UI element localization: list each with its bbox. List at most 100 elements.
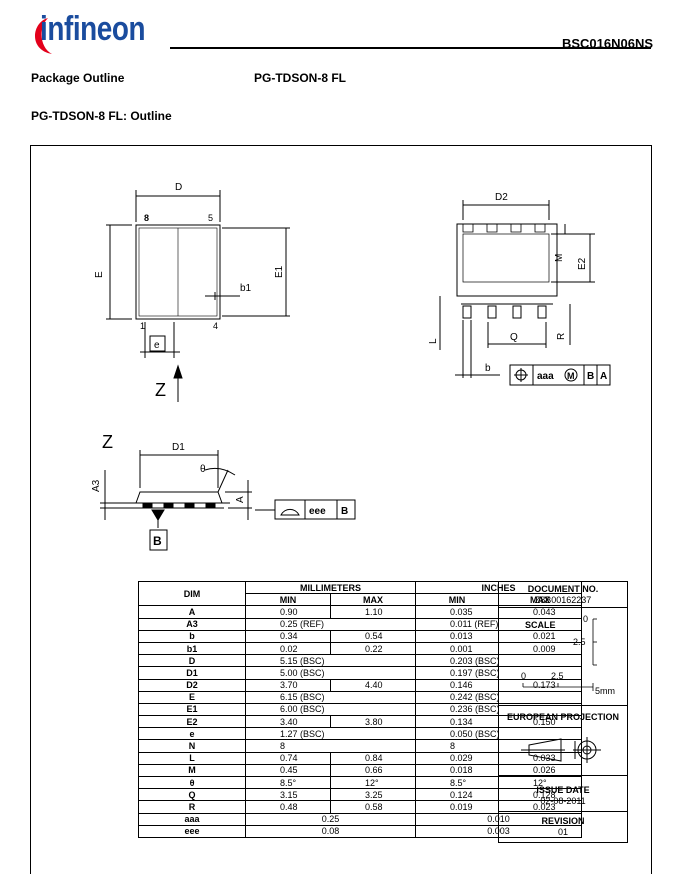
label-Z-side: Z — [102, 432, 113, 452]
label-E: E — [94, 271, 105, 278]
table-cell: L — [138, 751, 246, 765]
table-cell: 1.10 — [330, 605, 416, 619]
table-cell: 0.146 — [415, 678, 499, 692]
label-R: R — [556, 333, 567, 340]
table-cell: aaa — [138, 812, 246, 826]
table-cell: 12° — [330, 775, 416, 790]
table-cell: 0.035 — [415, 605, 499, 619]
table-cell: 0.74 — [245, 751, 331, 765]
table-cell: M — [138, 763, 246, 778]
table-cell: 6.00 (BSC) — [245, 702, 416, 717]
table-cell: 0.124 — [415, 788, 499, 802]
table-cell: E1 — [138, 702, 246, 717]
table-cell: 0.48 — [245, 800, 331, 814]
table-cell: Q — [138, 788, 246, 802]
label-Q: Q — [510, 332, 518, 343]
top-view-body — [135, 224, 221, 320]
scale-horz-25: 2.5 — [551, 671, 564, 681]
table-cell: θ — [138, 775, 246, 790]
issue-date-value: 02-08-2011 — [540, 796, 586, 806]
label-aaa: aaa — [537, 371, 554, 382]
table-cell: 0.45 — [245, 763, 331, 778]
table-cell: A3 — [138, 617, 246, 631]
scale-label: SCALE — [525, 620, 556, 630]
label-b: b — [485, 363, 491, 374]
label-E1: E1 — [274, 265, 285, 278]
infineon-logo — [30, 10, 170, 60]
logo-swoosh-icon — [35, 18, 52, 54]
scale-5mm: 5mm — [595, 686, 615, 696]
table-cell: 3.40 — [245, 715, 331, 729]
table-cell: 0.25 (REF) — [245, 617, 416, 631]
scale-bar: 0 2.5 0 2.5 5mm — [521, 614, 615, 696]
table-cell: D1 — [138, 666, 246, 680]
table-cell: e — [138, 727, 246, 741]
label-b1: b1 — [240, 283, 252, 294]
scale-vert-0: 0 — [583, 614, 588, 624]
label-A: A — [235, 496, 246, 503]
table-cell: eee — [138, 824, 246, 838]
pin-1-label: 1 — [140, 321, 145, 331]
table-cell: 0.013 — [415, 629, 499, 643]
in-min-header: MIN — [415, 593, 499, 607]
table-cell: 0.134 — [415, 715, 499, 729]
package-outline-label: Package Outline — [31, 71, 125, 85]
drawing-frame — [30, 145, 652, 874]
table-cell: 4.40 — [330, 678, 416, 692]
label-datum-A: A — [600, 371, 607, 382]
table-cell: 8 — [245, 739, 416, 753]
label-A3: A3 — [91, 479, 102, 492]
mm-min-header: MIN — [245, 593, 331, 607]
scale-horz-0: 0 — [521, 671, 526, 681]
projection-label: EUROPEAN PROJECTION — [506, 712, 620, 722]
scale-vert-25: 2.5 — [573, 637, 586, 647]
table-cell: 0.08 — [245, 824, 416, 838]
document-label: DOCUMENT NO. — [527, 584, 599, 594]
table-cell: 0.54 — [330, 629, 416, 643]
table-cell: 3.25 — [330, 788, 416, 802]
table-cell: 1.27 (BSC) — [245, 727, 416, 741]
label-eee: eee — [309, 506, 326, 517]
table-cell: D2 — [138, 678, 246, 692]
table-cell: 3.15 — [245, 788, 331, 802]
table-cell: 0.66 — [330, 763, 416, 778]
table-cell: 5.15 (BSC) — [245, 654, 416, 668]
table-cell: E2 — [138, 715, 246, 729]
table-cell: 0.019 — [415, 800, 499, 814]
outline-heading: PG-TDSON-8 FL: Outline — [31, 109, 172, 123]
table-cell: 0.90 — [245, 605, 331, 619]
label-M-circle: M — [567, 371, 575, 381]
table-cell: 8.5° — [245, 775, 331, 790]
table-cell: 3.70 — [245, 678, 331, 692]
table-cell: 0.029 — [415, 751, 499, 765]
label-D2: D2 — [495, 192, 508, 203]
package-name: PG-TDSON-8 FL — [254, 71, 346, 85]
table-cell: 0.25 — [245, 812, 416, 826]
label-D1: D1 — [172, 442, 185, 453]
datum-B-label: B — [153, 534, 162, 548]
label-E2: E2 — [577, 257, 588, 270]
pin-5-label: 5 — [208, 213, 213, 223]
table-cell: b — [138, 629, 246, 643]
table-cell: 0.22 — [330, 641, 416, 656]
table-cell: 6.15 (BSC) — [245, 690, 416, 704]
label-D: D — [175, 182, 182, 193]
position-tolerance-frame — [509, 364, 611, 386]
label-eee-datum-B: B — [341, 506, 348, 517]
label-Z-top: Z — [155, 380, 166, 400]
revision-value: 01 — [557, 827, 568, 837]
european-projection-icon — [521, 737, 601, 763]
label-datum-B: B — [587, 371, 594, 382]
table-cell: E — [138, 690, 246, 704]
dim-header: DIM — [138, 580, 246, 607]
table-cell: 0.84 — [330, 751, 416, 765]
mm-max-header: MAX — [330, 593, 416, 607]
